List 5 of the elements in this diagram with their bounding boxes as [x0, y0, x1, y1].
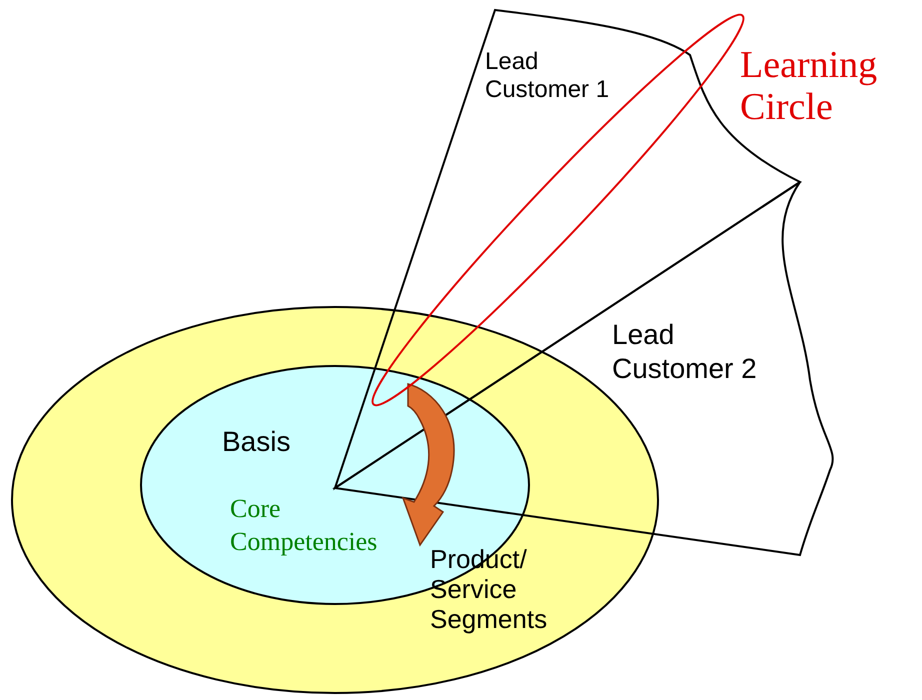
learning-label: Learning Circle	[740, 45, 878, 129]
competencies-label: Core Competencies	[230, 493, 378, 558]
basis-label: Basis	[222, 425, 292, 459]
customer-label: Lead Customer 2	[612, 318, 758, 386]
customer-label: Lead Customer 1	[485, 48, 610, 104]
